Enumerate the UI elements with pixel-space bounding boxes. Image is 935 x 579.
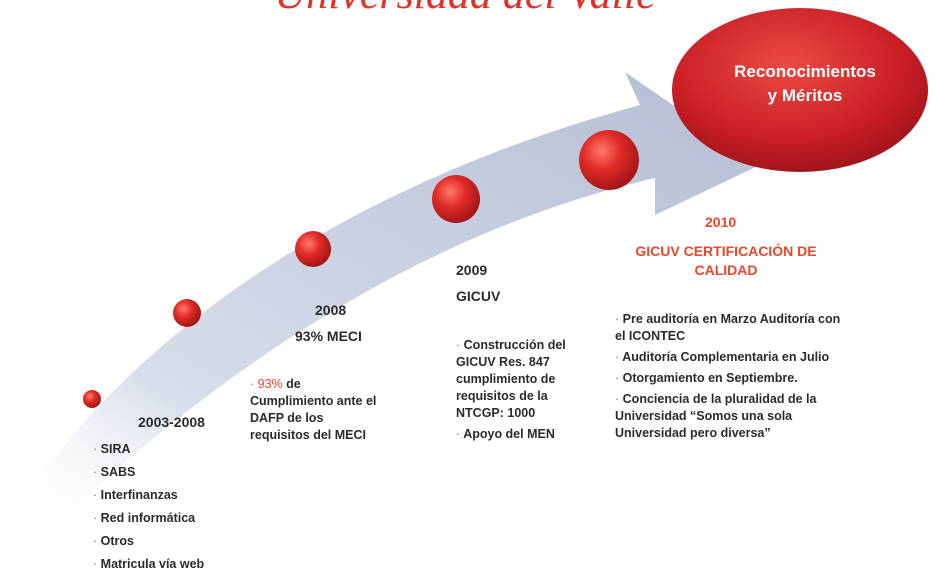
milestone-2010-heading: GICUV CERTIFICACIÓN DE CALIDAD <box>635 243 817 278</box>
recognition-oval <box>672 8 928 172</box>
list-item: · Conciencia de la pluralidad de la Univ… <box>615 392 817 440</box>
milestone-2009-items: · Construcción del GICUV Res. 847 cumpli… <box>456 337 574 443</box>
milestone-description: de Cumplimiento ante el DAFP de los requ… <box>250 377 377 442</box>
milestone-dot-2 <box>173 299 201 327</box>
list-item: · Red informática <box>93 511 196 525</box>
page-title: Universidad del Valle <box>245 0 685 16</box>
list-item: · Matricula vía web <box>93 557 205 571</box>
milestone-2008-year: 2008 <box>315 302 347 318</box>
milestone-dot-4 <box>432 175 480 223</box>
milestone-heading: 2003-2008 <box>138 414 205 430</box>
milestone-2003-2008: 2003-2008 · SIRA · SABS · Interfinanzas … <box>93 414 263 579</box>
milestone-dot-5 <box>579 130 639 190</box>
milestone-2010-items: · Pre auditoría en Marzo Auditoría con e… <box>615 311 845 446</box>
list-item: · Interfinanzas <box>93 488 178 502</box>
list-item: · Auditoría Complementaria en Julio <box>615 350 830 364</box>
milestone-2010-year: 2010 <box>705 214 737 230</box>
list-item: · SABS <box>93 465 136 479</box>
milestone-2009-heading: GICUV <box>456 288 501 304</box>
milestone-2008-text: · 93% de Cumplimiento ante el DAFP de lo… <box>250 377 377 442</box>
highlight-percentage: 93% <box>257 377 283 391</box>
milestone-items: · SIRA · SABS · Interfinanzas · Red info… <box>93 441 263 573</box>
oval-label: Reconocimientos y Méritos <box>700 60 910 108</box>
oval-label-line1: Reconocimientos <box>734 62 876 81</box>
milestone-2009-year: 2009 <box>456 262 488 278</box>
milestone-2008-heading: 93% MECI <box>295 328 362 344</box>
milestone-dot-3 <box>295 231 331 267</box>
list-item: · SIRA <box>93 442 131 456</box>
list-item: · Otorgamiento en Septiembre. <box>615 371 798 385</box>
list-item: · Construcción del GICUV Res. 847 cumpli… <box>456 338 566 420</box>
oval-label-line2: y Méritos <box>767 86 843 105</box>
growth-arrow <box>10 72 760 525</box>
milestone-dot-1 <box>83 390 101 408</box>
list-item: · Otros <box>93 534 134 548</box>
list-item: · Pre auditoría en Marzo Auditoría con e… <box>615 312 841 343</box>
list-item: · Apoyo del MEN <box>456 427 555 441</box>
